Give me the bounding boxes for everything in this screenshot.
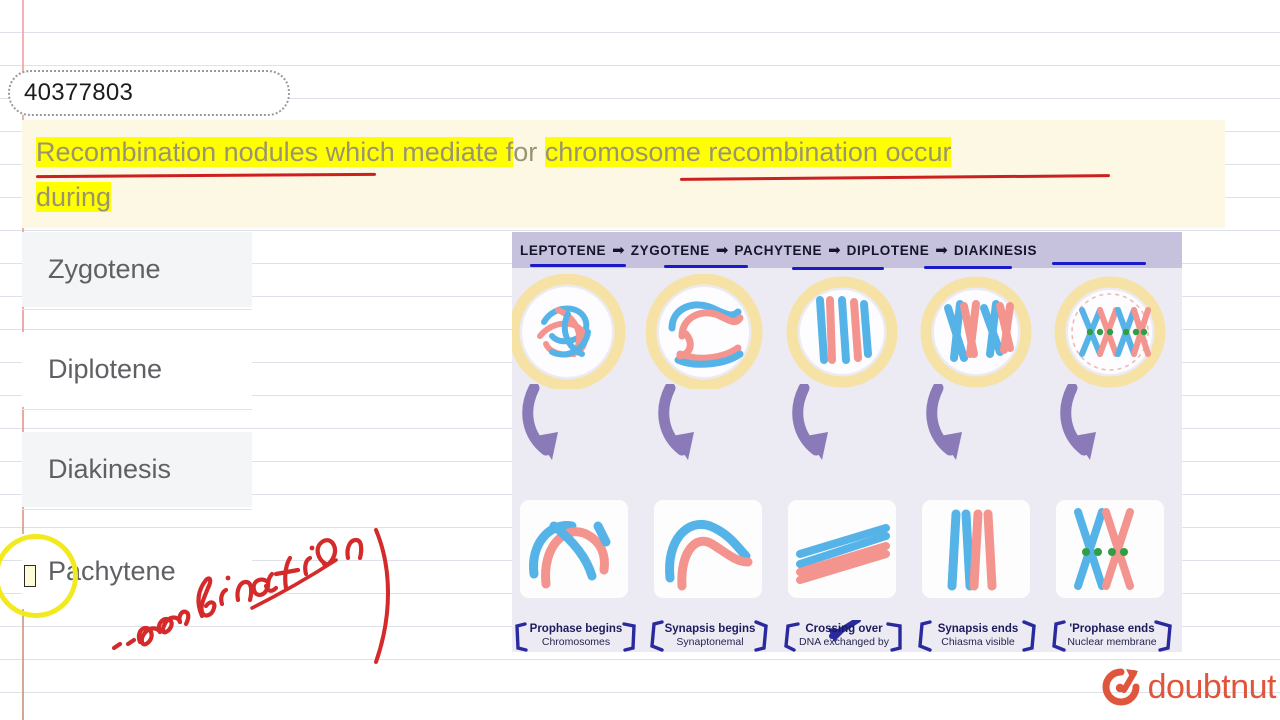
caption-subtitle: Synaptonemal <box>676 636 744 648</box>
stage-underline-diakinesis <box>1052 262 1146 265</box>
doubtnut-mark-icon <box>1102 668 1140 706</box>
stage-underline-diplotene <box>924 266 1012 269</box>
cell-diplotene <box>914 274 1048 389</box>
question-id-text: 40377803 <box>24 79 134 106</box>
stage-underline-leptotene <box>530 264 626 267</box>
caption-subtitle: Nuclear membrane <box>1067 636 1157 648</box>
flow-arrow-5 <box>1060 384 1096 460</box>
caption-subtitle: DNA exchanged by <box>799 636 889 648</box>
option-label: Zygotene <box>48 254 161 284</box>
question-text-part-3: chromosome recombination occur <box>544 137 952 167</box>
doubtnut-logo: doubtnut <box>1098 664 1277 710</box>
question-text-part-2: or <box>513 137 545 167</box>
text-cursor-glyph <box>24 565 36 587</box>
caption-title: Prophase begins <box>529 623 623 635</box>
caption-title: Synapsis begins <box>664 623 756 635</box>
meiosis-prophase-i-diagram: LEPTOTENE ➡ ZYGOTENE ➡ PACHYTENE ➡ DIPLO… <box>512 232 1182 652</box>
caption-pachytene: Crossing over DNA exchanged by <box>780 622 908 649</box>
caption-bracket-1 <box>515 622 636 652</box>
cell-pachytene <box>780 274 914 389</box>
detail-card-leptotene <box>520 500 628 598</box>
question-text: Recombination nodules which mediate for … <box>36 130 1216 220</box>
cell-diakinesis <box>1048 274 1182 389</box>
stage-title-diakinesis: DIAKINESIS <box>953 242 1038 258</box>
caption-bracket-5 <box>1052 620 1172 652</box>
doubtnut-wordmark: doubtnut <box>1147 667 1277 706</box>
cell-zygotene <box>646 274 780 389</box>
option-label: Diakinesis <box>48 454 172 484</box>
caption-diakinesis: 'Prophase ends Nuclear membrane <box>1048 622 1176 649</box>
flow-arrow-2 <box>658 384 694 460</box>
detail-card-pachytene <box>788 500 896 598</box>
flow-arrow-4 <box>926 384 962 460</box>
option-zygotene[interactable]: Zygotene <box>22 232 252 307</box>
question-banner: Recombination nodules which mediate for … <box>22 120 1225 228</box>
question-id-box: 40377803 <box>8 70 290 116</box>
flow-arrow-1 <box>522 384 558 460</box>
answer-highlight-circle <box>0 534 78 618</box>
question-text-part-4: during <box>36 182 112 212</box>
flow-arrow-3 <box>792 384 828 460</box>
cell-leptotene <box>512 274 646 389</box>
caption-leptotene: Prophase begins Chromosomes <box>512 622 640 649</box>
stage-underline-zygotene <box>664 265 748 268</box>
caption-bracket-3 <box>784 620 902 652</box>
question-text-part-1: Recombination nodules which mediate f <box>36 137 514 167</box>
caption-zygotene: Synapsis begins Synaptonemal <box>646 622 774 649</box>
option-label: Diplotene <box>48 354 163 384</box>
stage-arrow-icon-1: ➡ <box>612 242 625 259</box>
option-separator <box>22 309 252 310</box>
option-separator <box>22 509 252 510</box>
stage-underline-pachytene <box>792 267 884 270</box>
caption-bracket-4 <box>918 620 1036 652</box>
stage-title-pachytene: PACHYTENE <box>734 242 823 258</box>
caption-bracket-2 <box>650 620 768 652</box>
caption-title: 'Prophase ends <box>1069 623 1155 635</box>
caption-title: Synapsis ends <box>937 623 1019 635</box>
option-separator <box>22 409 252 410</box>
caption-subtitle: Chiasma visible <box>941 636 1015 648</box>
detail-card-zygotene <box>654 500 762 598</box>
stage-title-leptotene: LEPTOTENE <box>520 242 607 258</box>
stage-arrow-icon-4: ➡ <box>935 242 948 259</box>
option-diakinesis[interactable]: Diakinesis <box>22 432 252 507</box>
option-diplotene[interactable]: Diplotene <box>22 332 252 407</box>
stage-arrow-icon-2: ➡ <box>715 242 729 259</box>
caption-title: Crossing over <box>805 623 883 635</box>
caption-diplotene: Synapsis ends Chiasma visible <box>914 622 1042 649</box>
detail-card-diakinesis <box>1056 500 1164 598</box>
caption-subtitle: Chromosomes <box>541 636 611 648</box>
stage-title-zygotene: ZYGOTENE <box>630 242 710 258</box>
detail-card-diplotene <box>922 500 1030 598</box>
stage-arrow-icon-3: ➡ <box>828 242 841 259</box>
stage-title-diplotene: DIPLOTENE <box>846 242 930 258</box>
